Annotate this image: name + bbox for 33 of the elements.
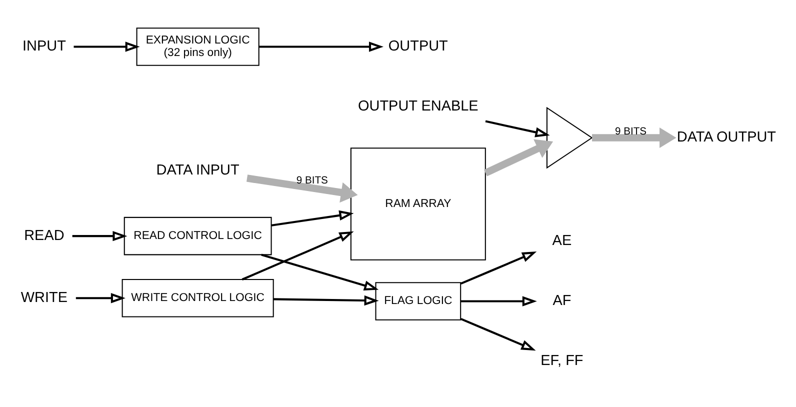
node-text: OUTPUT [388, 38, 448, 54]
node-triangle [546, 106, 593, 168]
node-text: AE [552, 232, 572, 249]
node-box: RAM ARRAY [350, 147, 486, 260]
node-text: EF, FF [540, 352, 584, 369]
node-box: READ CONTROL LOGIC [124, 216, 272, 255]
node-text: DATA OUTPUT [676, 129, 776, 146]
arrow [271, 210, 354, 226]
node-text: DATA INPUT [156, 162, 240, 178]
node-text: OUTPUT ENABLE [358, 98, 478, 114]
arrow [460, 296, 537, 306]
arrow [261, 253, 379, 290]
arrow [592, 127, 676, 148]
arrow [460, 251, 537, 284]
arrow [72, 230, 128, 241]
edge-label: 9 BITS [296, 174, 328, 186]
node-box: EXPANSION LOGIC (32 pins only) [136, 27, 260, 66]
arrow [246, 174, 358, 202]
arrow [273, 294, 379, 306]
node-text: READ [24, 227, 64, 244]
node-text: AF [552, 292, 572, 309]
node-box: WRITE CONTROL LOGIC [122, 278, 274, 317]
arrow [259, 41, 384, 52]
edge-label: 9 BITS [614, 126, 647, 138]
arrow [242, 230, 354, 280]
node-text: WRITE [20, 289, 68, 306]
arrow [485, 120, 550, 137]
arrow [460, 317, 536, 350]
arrow [484, 138, 554, 176]
node-box: FLAG LOGIC [375, 282, 462, 320]
node-text: INPUT [22, 38, 66, 54]
arrow [76, 292, 126, 303]
arrow [74, 41, 140, 52]
